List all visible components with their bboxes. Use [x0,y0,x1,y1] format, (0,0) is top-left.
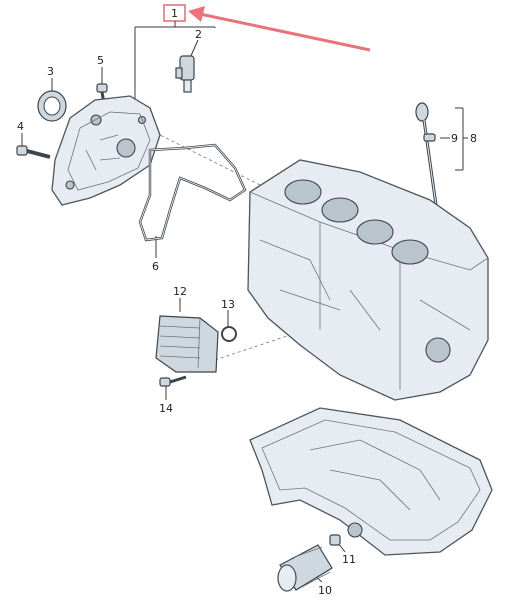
highlight-arrowhead [188,6,205,22]
callout-13[interactable]: 13 [221,298,235,311]
part-14-bolt[interactable] [159,375,187,387]
callout-12[interactable]: 12 [173,285,187,298]
part-8-dipstick[interactable] [415,102,438,206]
part-4-bolt[interactable] [16,145,51,159]
part-9-seal[interactable] [423,133,436,142]
part-1-front-cover[interactable] [51,95,161,206]
part-2-sensor[interactable] [175,55,195,93]
callout-4[interactable]: 4 [17,120,24,133]
callout-8[interactable]: 8 [470,132,477,145]
engine-block[interactable] [247,159,489,401]
oil-pan[interactable] [249,407,493,556]
callout-labels: 1 2 3 4 5 6 8 9 10 11 12 13 14 [17,7,477,597]
callout-3[interactable]: 3 [47,65,54,78]
callout-2[interactable]: 2 [195,28,202,41]
highlight-arrow [188,6,371,52]
part-10-oil-filter[interactable] [277,544,333,592]
callout-5[interactable]: 5 [97,54,104,67]
part-11-drain-plug[interactable] [329,534,341,546]
callout-9[interactable]: 9 [451,132,458,145]
part-13-o-ring[interactable] [221,326,237,342]
part-6-gasket[interactable] [138,143,247,242]
part-12-oil-cooler[interactable] [155,315,219,373]
callout-10[interactable]: 10 [318,584,332,597]
callout-11[interactable]: 11 [342,553,356,566]
part-3-seal-ring[interactable] [37,90,67,122]
callout-14[interactable]: 14 [159,402,173,415]
callout-1[interactable]: 1 [171,7,178,20]
callout-6[interactable]: 6 [152,260,159,273]
